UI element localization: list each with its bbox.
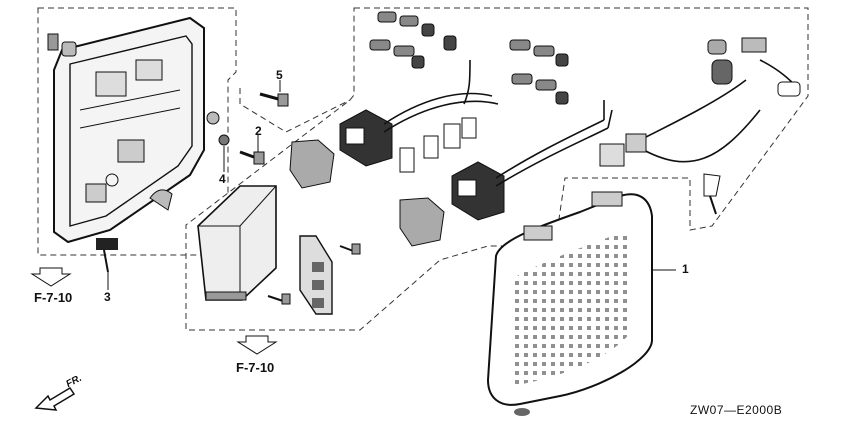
bolt-top-left: [47, 33, 77, 57]
callout-3: 3: [104, 290, 111, 304]
callout-1: 1: [682, 262, 689, 276]
part-5-screw: [259, 80, 289, 107]
callout-leaders: [107, 80, 676, 290]
ignition-coil-upper: [339, 109, 393, 167]
cover: [486, 191, 653, 416]
direction-arrow-icon: [34, 386, 76, 411]
ref-arrow-bottom: [236, 335, 278, 355]
screw-box: [239, 88, 351, 133]
rubber-boot-upper: [289, 139, 335, 189]
cable-clamps: [399, 117, 477, 173]
left-group-box: [37, 7, 237, 256]
ref-arrow-left: [30, 267, 72, 287]
part-2-bolt: [239, 140, 265, 165]
inverter-unit: [197, 185, 277, 301]
small-screws: [267, 243, 361, 305]
control-panel: [53, 16, 205, 244]
wire-harness: [383, 59, 801, 187]
part-3-clip: [96, 238, 118, 288]
callout-4: 4: [219, 172, 226, 186]
terminal-bracket: [299, 235, 333, 315]
callout-2: 2: [255, 124, 262, 138]
diagram-code: ZW07—E2000B: [690, 403, 783, 417]
harness-connectors: [599, 37, 801, 215]
rubber-boot-lower: [399, 197, 445, 247]
reference-label-left: F-7-10: [34, 290, 73, 305]
callout-5: 5: [276, 68, 283, 82]
spark-plug-caps: [369, 11, 569, 105]
ignition-coil-lower: [451, 161, 505, 221]
part-4-nut: [206, 111, 230, 170]
reference-label-bottom: F-7-10: [236, 360, 275, 375]
